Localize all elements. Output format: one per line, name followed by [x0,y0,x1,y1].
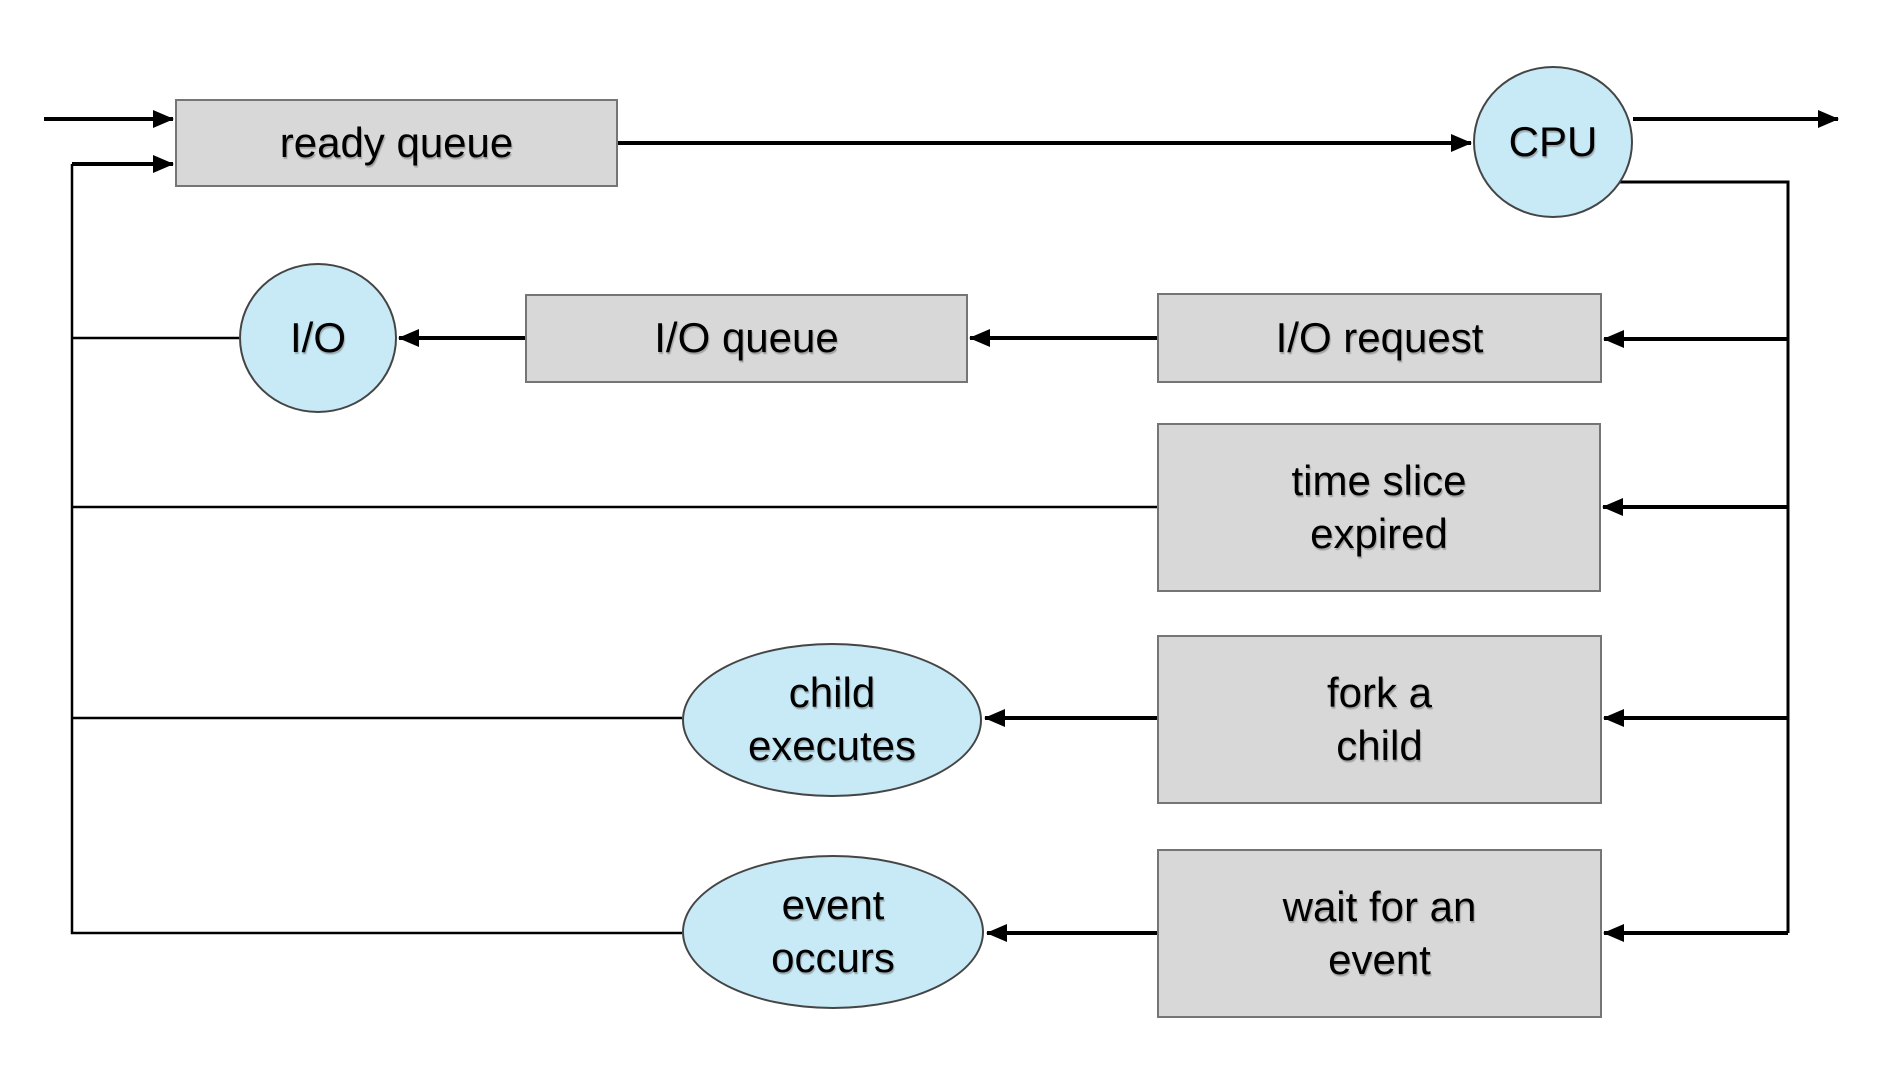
edge-event-occurs-return-and-left-trunk [70,164,682,935]
wait-for-event-label: wait for an event [1282,882,1477,983]
wait-for-event-box: wait for an event [1157,849,1602,1018]
event-occurs-node: event occurs [682,855,984,1009]
ready-queue-label: ready queue [279,118,514,166]
io-request-label: I/O request [1275,313,1484,361]
cpu-label: CPU [1508,117,1598,165]
io-request-box: I/O request [1157,293,1602,383]
fork-a-child-label: fork a child [1326,668,1433,769]
cpu-node: CPU [1473,66,1633,218]
io-queue-box: I/O queue [525,294,968,383]
time-slice-expired-label: time slice expired [1291,456,1467,557]
child-executes-node: child executes [682,643,982,797]
io-node: I/O [239,263,397,413]
io-queue-label: I/O queue [654,314,839,362]
event-occurs-label: event occurs [771,881,895,981]
io-label: I/O [289,313,346,361]
ready-queue-box: ready queue [175,99,618,187]
fork-a-child-box: fork a child [1157,635,1602,804]
edge-cpu-to-right-trunk [1618,180,1790,933]
child-executes-label: child executes [747,669,917,769]
time-slice-expired-box: time slice expired [1157,423,1601,592]
